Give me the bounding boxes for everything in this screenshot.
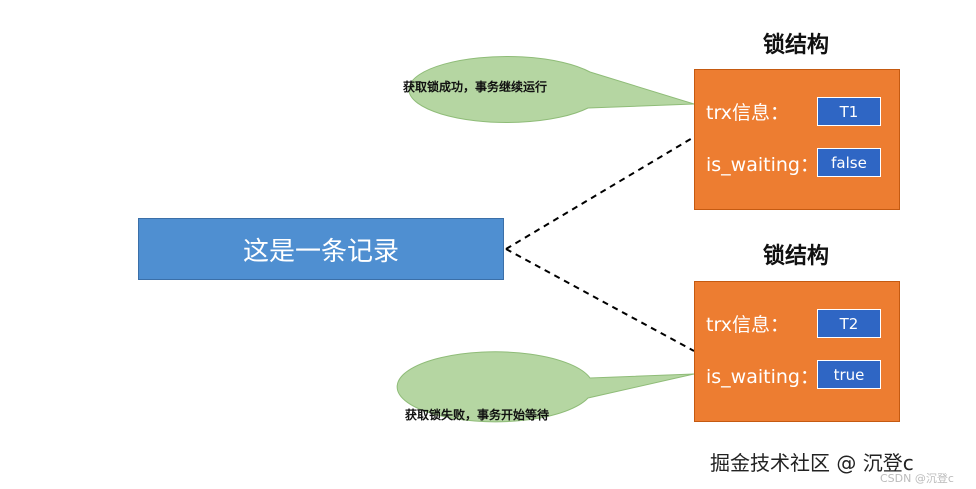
trx-value-2: T2 [817, 309, 881, 338]
watermark-small: CSDN @沉登c [880, 472, 954, 485]
watermark-main: 掘金技术社区 @ 沉登c [710, 451, 914, 475]
waiting-label-2: is_waiting： [706, 366, 819, 388]
callout-bubble-bottom [396, 351, 695, 423]
callout-text-wait: 获取锁失败，事务开始等待 [405, 408, 550, 422]
callout-bubble-top [408, 55, 695, 123]
record-box: 这是一条记录 [138, 218, 504, 280]
trx-label-1: trx信息： [706, 102, 789, 124]
lock-structure-2: trx信息： T2 is_waiting： true [694, 281, 900, 422]
lock-title-1: 锁结构 [762, 32, 829, 58]
waiting-value-2: true [817, 360, 881, 389]
lock-title-2: 锁结构 [762, 243, 829, 269]
dashed-connector-top [505, 136, 695, 250]
trx-value-1: T1 [817, 97, 881, 126]
callout-text-success: 获取锁成功，事务继续运行 [403, 80, 548, 94]
dashed-connector-bottom [505, 248, 695, 352]
waiting-label-1: is_waiting： [706, 154, 819, 176]
waiting-value-1: false [817, 148, 881, 177]
lock-structure-1: trx信息： T1 is_waiting： false [694, 69, 900, 210]
trx-label-2: trx信息： [706, 314, 789, 336]
